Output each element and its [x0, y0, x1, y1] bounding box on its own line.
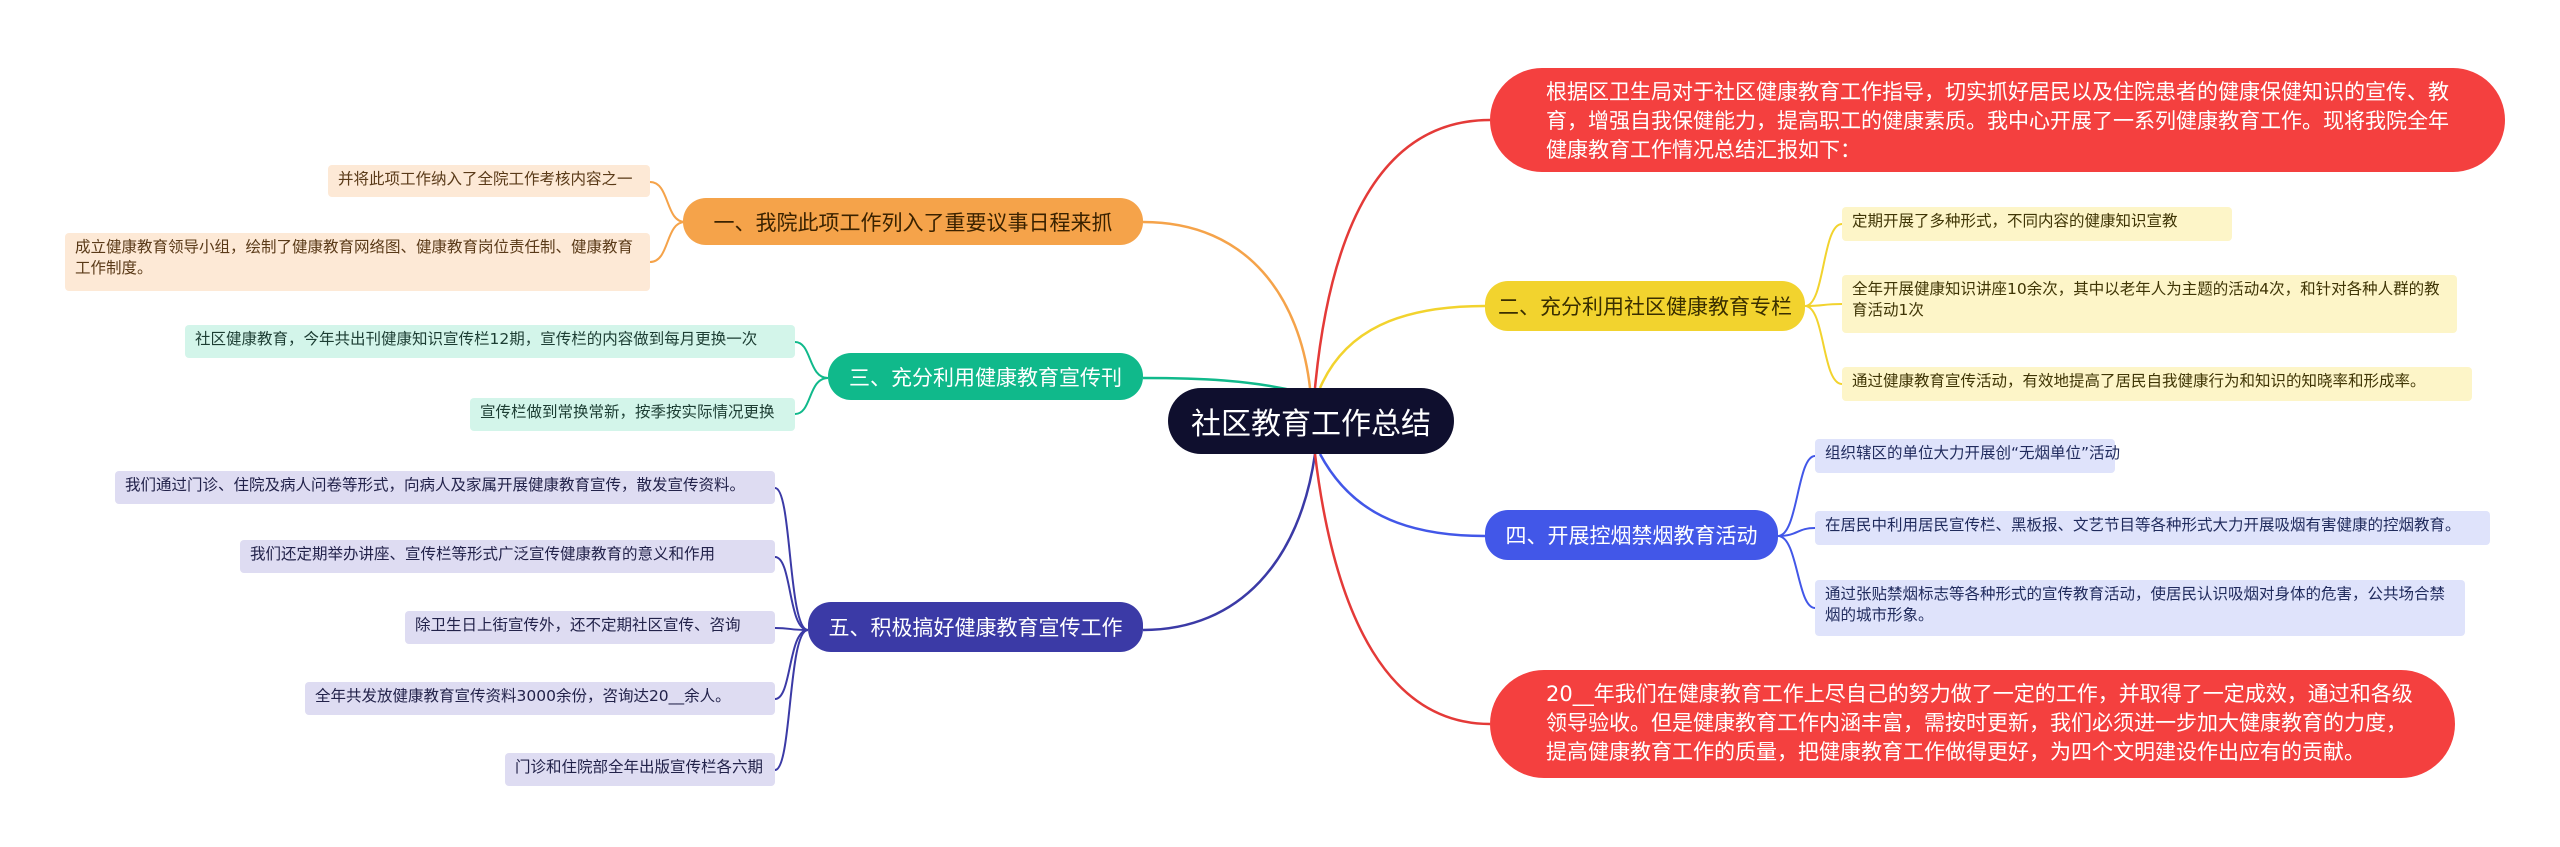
leaf-promotion-lectures[interactable]: 我们还定期举办讲座、宣传栏等形式广泛宣传健康教育的意义和作用: [240, 540, 775, 573]
link-root-b4: [1318, 453, 1486, 538]
link-root-b1: [1142, 220, 1312, 389]
leaf-promotion-outpatient[interactable]: 我们通过门诊、住院及病人问卷等形式，向病人及家属开展健康教育宣传，散发宣传资料。: [115, 471, 775, 504]
branch-publications[interactable]: 三、充分利用健康教育宣传刊: [828, 353, 1143, 400]
leaf-column-lectures[interactable]: 全年开展健康知识讲座10余次，其中以老年人为主题的活动4次，和针对各种人群的教育…: [1842, 275, 2457, 333]
branch-key-agenda[interactable]: 一、我院此项工作列入了重要议事日程来抓: [683, 198, 1143, 245]
leaf-promotion-materials[interactable]: 全年共发放健康教育宣传资料3000余份，咨询达20__余人。: [305, 682, 775, 715]
leaf-promotion-street[interactable]: 除卫生日上街宣传外，还不定期社区宣传、咨询: [405, 611, 775, 644]
leaf-promotion-boards[interactable]: 门诊和住院部全年出版宣传栏各六期: [505, 753, 775, 786]
branch-tobacco-control[interactable]: 四、开展控烟禁烟教育活动: [1485, 510, 1778, 560]
branch-promotion[interactable]: 五、积极搞好健康教育宣传工作: [808, 602, 1143, 652]
leaf-column-forms[interactable]: 定期开展了多种形式，不同内容的健康知识宣教: [1842, 207, 2232, 241]
link-root-b5: [1142, 453, 1317, 632]
leaf-publications-refresh[interactable]: 宣传栏做到常换常新，按季按实际情况更换: [470, 398, 795, 431]
intro-summary-node[interactable]: 根据区卫生局对于社区健康教育工作指导，切实抓好居民以及住院患者的健康保健知识的宣…: [1490, 68, 2505, 172]
leaf-agenda-assessment[interactable]: 并将此项工作纳入了全院工作考核内容之一: [328, 165, 650, 197]
branch-community-column[interactable]: 二、充分利用社区健康教育专栏: [1485, 281, 1805, 331]
central-topic[interactable]: 社区教育工作总结: [1168, 388, 1454, 454]
link-root-b2: [1318, 304, 1486, 389]
leaf-tobacco-smokefree[interactable]: 组织辖区的单位大力开展创“无烟单位”活动: [1815, 439, 2120, 473]
leaf-publications-monthly[interactable]: 社区健康教育，今年共出刊健康知识宣传栏12期，宣传栏的内容做到每月更换一次: [185, 325, 795, 358]
leaf-column-effect[interactable]: 通过健康教育宣传活动，有效地提高了居民自我健康行为和知识的知晓率和形成率。: [1842, 367, 2472, 401]
link-root-intro: [1313, 118, 1491, 389]
leaf-tobacco-boards[interactable]: 在居民中利用居民宣传栏、黑板报、文艺节目等各种形式大力开展吸烟有害健康的控烟教育…: [1815, 511, 2490, 545]
link-root-outro: [1313, 453, 1491, 726]
leaf-tobacco-signs[interactable]: 通过张贴禁烟标志等各种形式的宣传教育活动，使居民认识吸烟对身体的危害，公共场合禁…: [1815, 580, 2465, 636]
outro-conclusion-node[interactable]: 20__年我们在健康教育工作上尽自己的努力做了一定的工作，并取得了一定成效，通过…: [1490, 670, 2455, 778]
leaf-agenda-leadership[interactable]: 成立健康教育领导小组，绘制了健康教育网络图、健康教育岗位责任制、健康教育工作制度…: [65, 233, 650, 291]
